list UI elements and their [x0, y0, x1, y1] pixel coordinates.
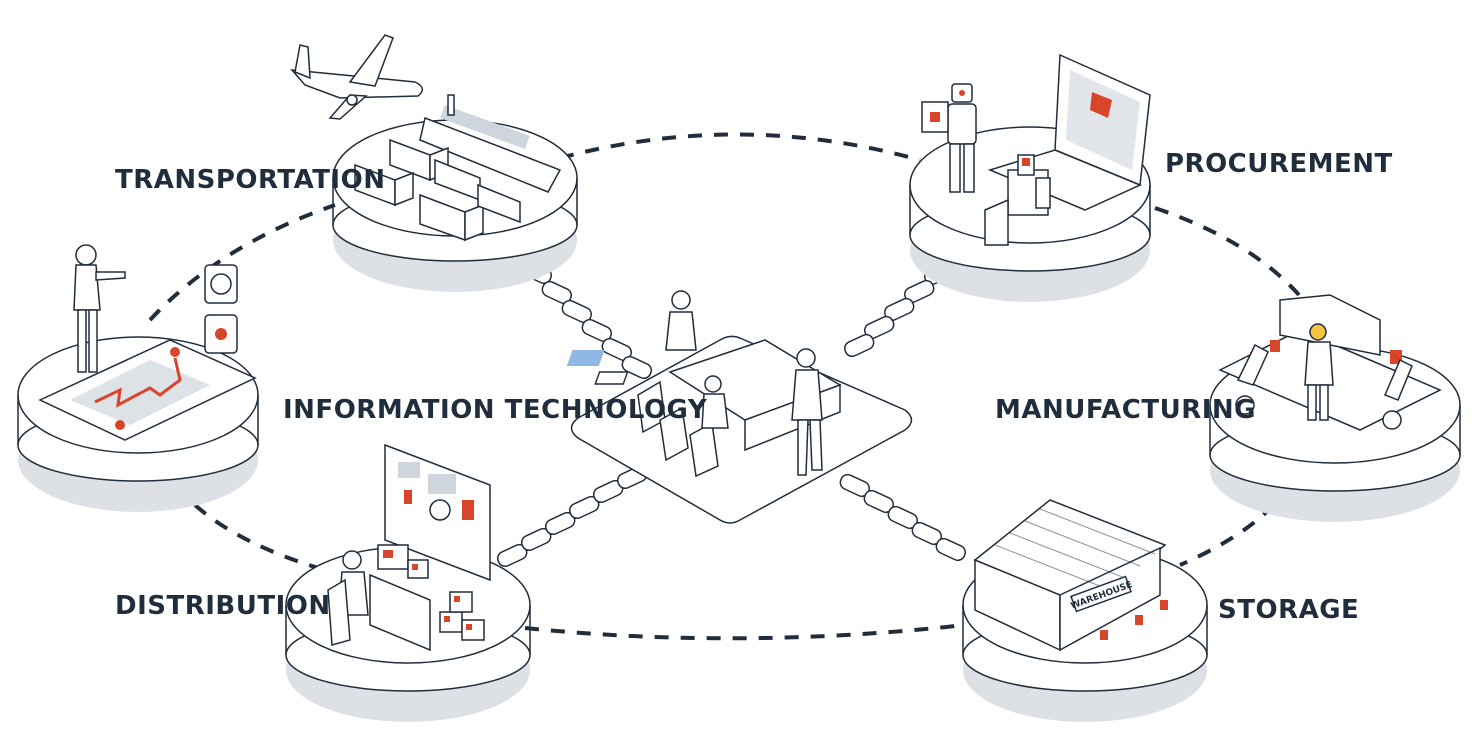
platform-manufacturing [1209, 294, 1461, 522]
robot-arm-icon [1235, 343, 1269, 415]
dashboard-screen-icon [384, 443, 491, 582]
label-manufacturing: MANUFACTURING [995, 395, 1256, 425]
ship-icon [419, 94, 562, 193]
person-icon [327, 550, 369, 646]
support-icon [204, 314, 238, 354]
label-transportation: TRANSPORTATION [115, 165, 385, 195]
platform-transportation [332, 94, 578, 292]
map-tablet-icon [38, 339, 257, 441]
warehouse-icon [973, 499, 1167, 652]
platform-storage: WAREHOUSE [962, 499, 1208, 722]
label-storage: STORAGE [1218, 595, 1359, 625]
robot-arm-icon [1382, 358, 1413, 430]
link-bottom-left [496, 465, 648, 568]
person-icon [1304, 323, 1334, 421]
platform-information-technology [17, 244, 259, 512]
link-bottom-right [839, 473, 967, 562]
center-platform [566, 290, 913, 524]
link-top-left [521, 260, 653, 380]
person-icon [665, 290, 697, 351]
person-icon [73, 244, 126, 373]
truck-icon [419, 193, 484, 242]
forklift-icon [984, 154, 1051, 246]
truck-icon [354, 163, 414, 207]
label-information-technology: INFORMATION TECHNOLOGY [283, 395, 708, 425]
boxes-icon [407, 559, 485, 641]
person-icon [701, 375, 729, 429]
platform-distribution [285, 443, 531, 722]
person-icon [791, 348, 823, 476]
laptop-icon [987, 53, 1151, 211]
train-icon [477, 183, 521, 224]
label-procurement: PROCUREMENT [1165, 149, 1393, 179]
label-distribution: DISTRIBUTION [115, 591, 331, 621]
desk-icon [369, 544, 431, 652]
platform-procurement [909, 53, 1151, 302]
robot-icon [921, 83, 977, 193]
chair-icon [659, 406, 689, 462]
airplane-icon [290, 34, 424, 120]
globe-icon [204, 264, 238, 304]
robot-arm-icon [1100, 600, 1168, 640]
